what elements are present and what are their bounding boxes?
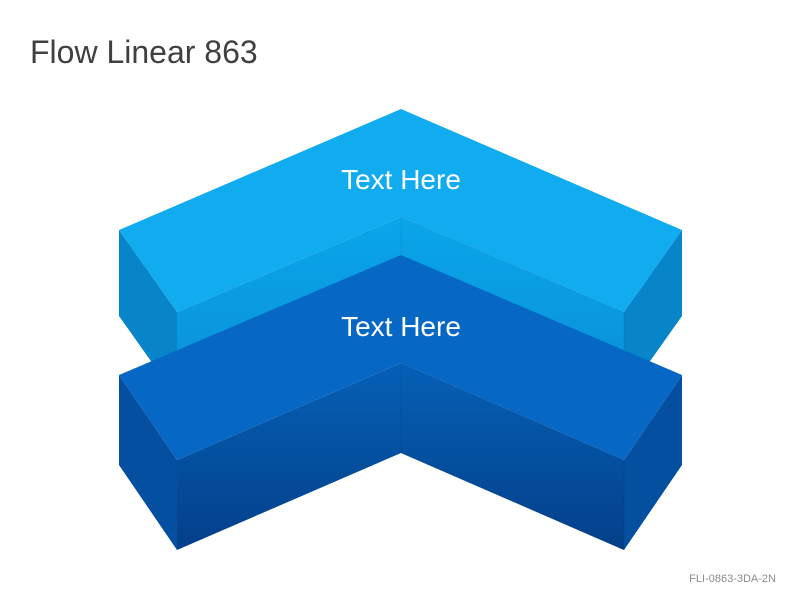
chevron-2-front-left — [177, 363, 401, 550]
chevron-2-left-side — [119, 375, 177, 550]
page-title: Flow Linear 863 — [30, 34, 258, 70]
chevron-1-right-side — [624, 230, 682, 398]
chevron-2-top-face — [119, 255, 682, 460]
chevron-1-top-face — [119, 109, 682, 312]
slide-code: FLI-0863-3DA-2N — [689, 573, 776, 585]
chevron-2-right-side — [624, 375, 682, 550]
chevron-1-left-side — [119, 230, 177, 398]
chevron-1-label: Text Here — [341, 164, 461, 195]
chevron-2: Text Here — [119, 255, 682, 551]
chevron-2-label: Text Here — [341, 311, 461, 342]
